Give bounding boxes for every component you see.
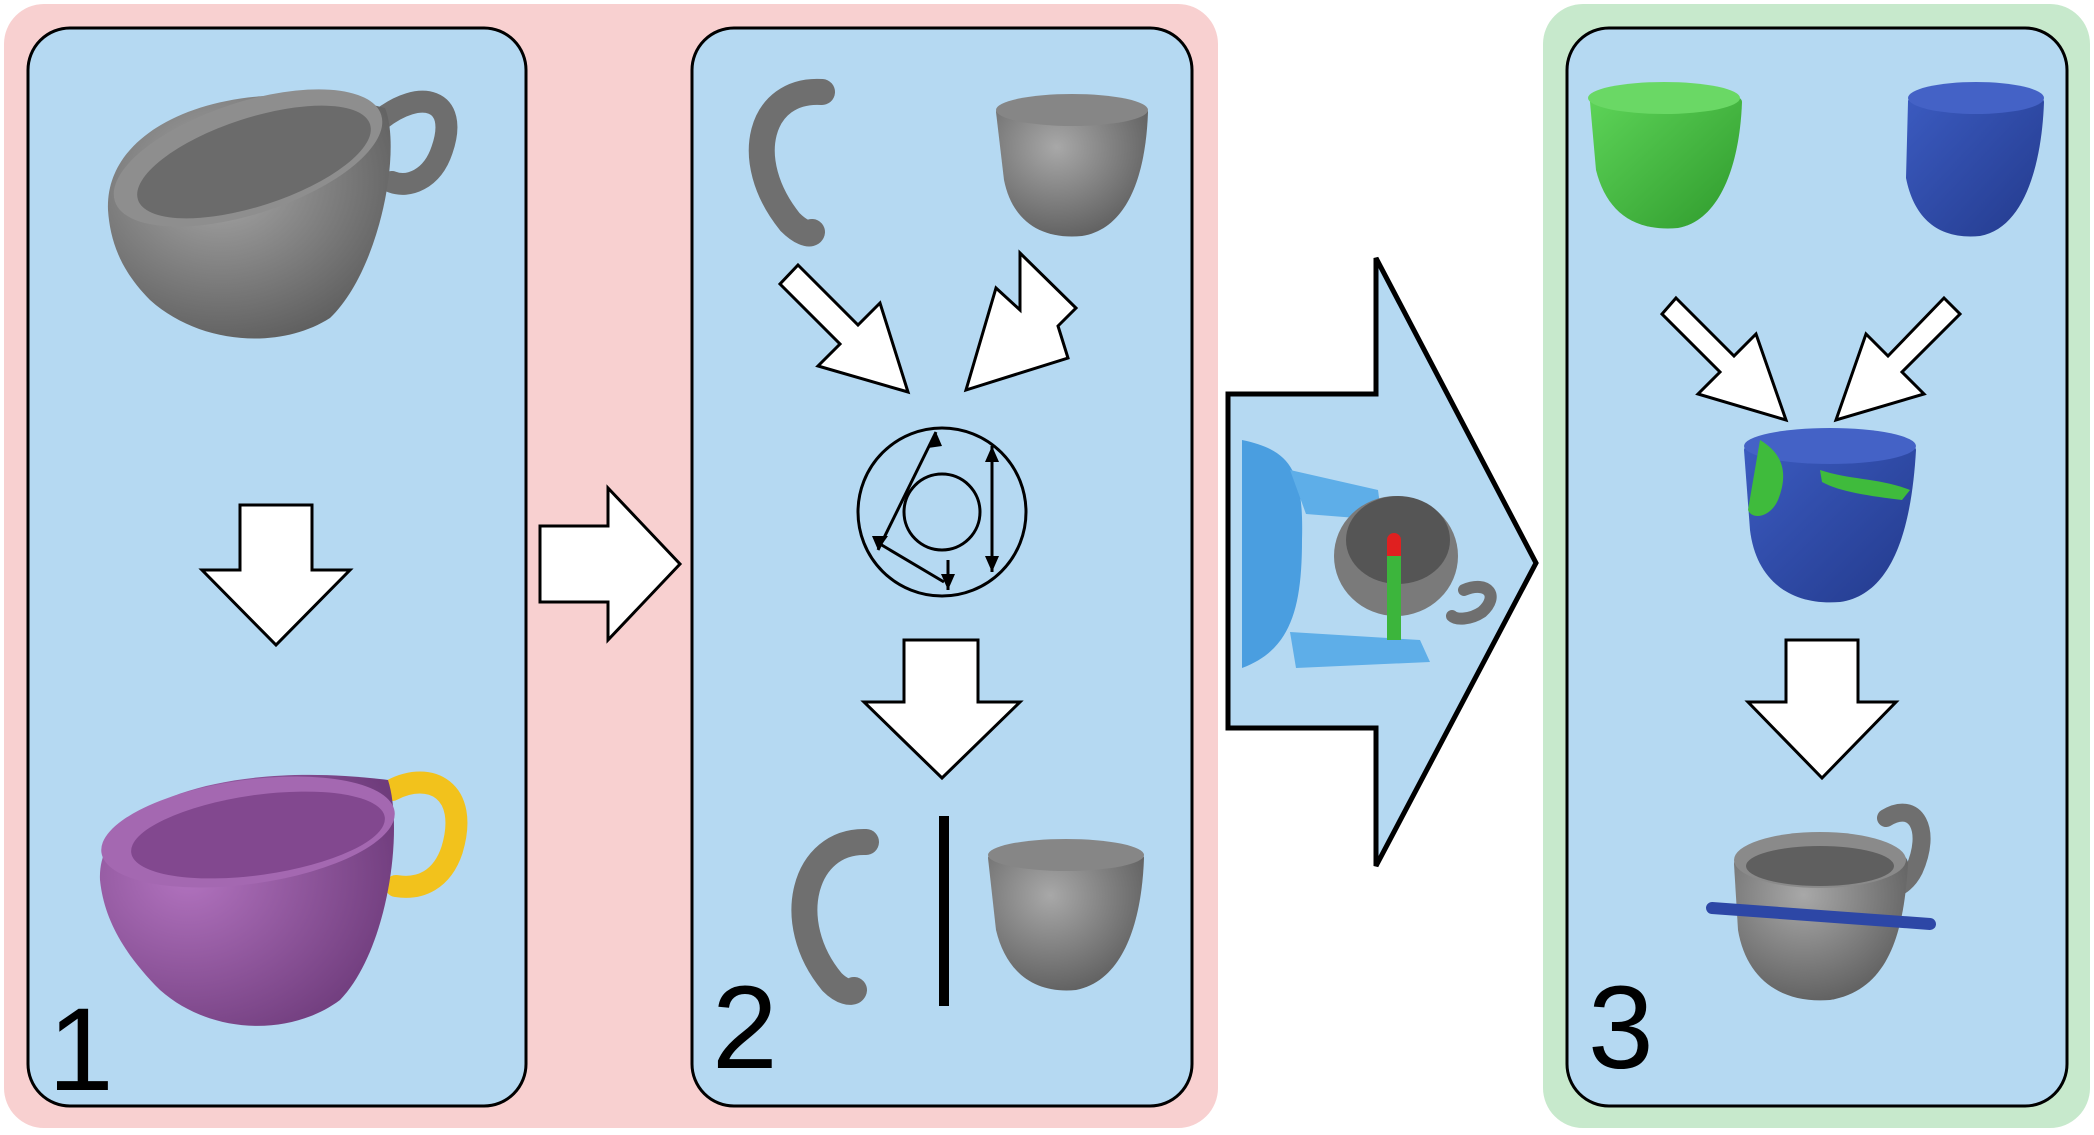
down-arrow-icon-2 — [860, 638, 1024, 781]
mug-3d-icon — [107, 89, 458, 339]
handle-part-icon — [748, 78, 835, 247]
step-label-2: 2 — [712, 962, 778, 1094]
diagonal-arrow-left-icon — [777, 262, 911, 395]
panel-2: 2 — [690, 26, 1194, 1108]
symmetry-arrowheads — [872, 432, 999, 590]
diagonal-arrow-right-icon-3 — [1833, 295, 1963, 423]
execution-arrow — [1225, 256, 1539, 868]
gripper-grasp-icon — [1242, 440, 1497, 668]
down-arrow-icon — [198, 503, 354, 648]
handle-part-icon-2 — [791, 829, 879, 1005]
diagonal-arrow-left-icon-3 — [1659, 295, 1789, 423]
green-body-icon — [1588, 82, 1742, 229]
step-label-3: 3 — [1588, 962, 1654, 1094]
right-arrow-icon — [538, 484, 683, 644]
merged-body-icon — [1744, 428, 1916, 603]
body-part-icon-2 — [988, 839, 1144, 991]
down-arrow-icon-3 — [1744, 638, 1900, 781]
step-label-1: 1 — [48, 984, 114, 1116]
panel-3: 3 — [1565, 26, 2069, 1108]
body-part-icon — [996, 94, 1148, 237]
blue-body-icon — [1906, 82, 2044, 237]
symmetry-circle-icon — [856, 426, 1028, 598]
panel-1: 1 — [26, 26, 528, 1116]
diagonal-arrow-right-icon — [963, 249, 1079, 393]
mug-with-axis-icon — [1706, 803, 1936, 1001]
segmented-mug-icon — [99, 771, 468, 1026]
